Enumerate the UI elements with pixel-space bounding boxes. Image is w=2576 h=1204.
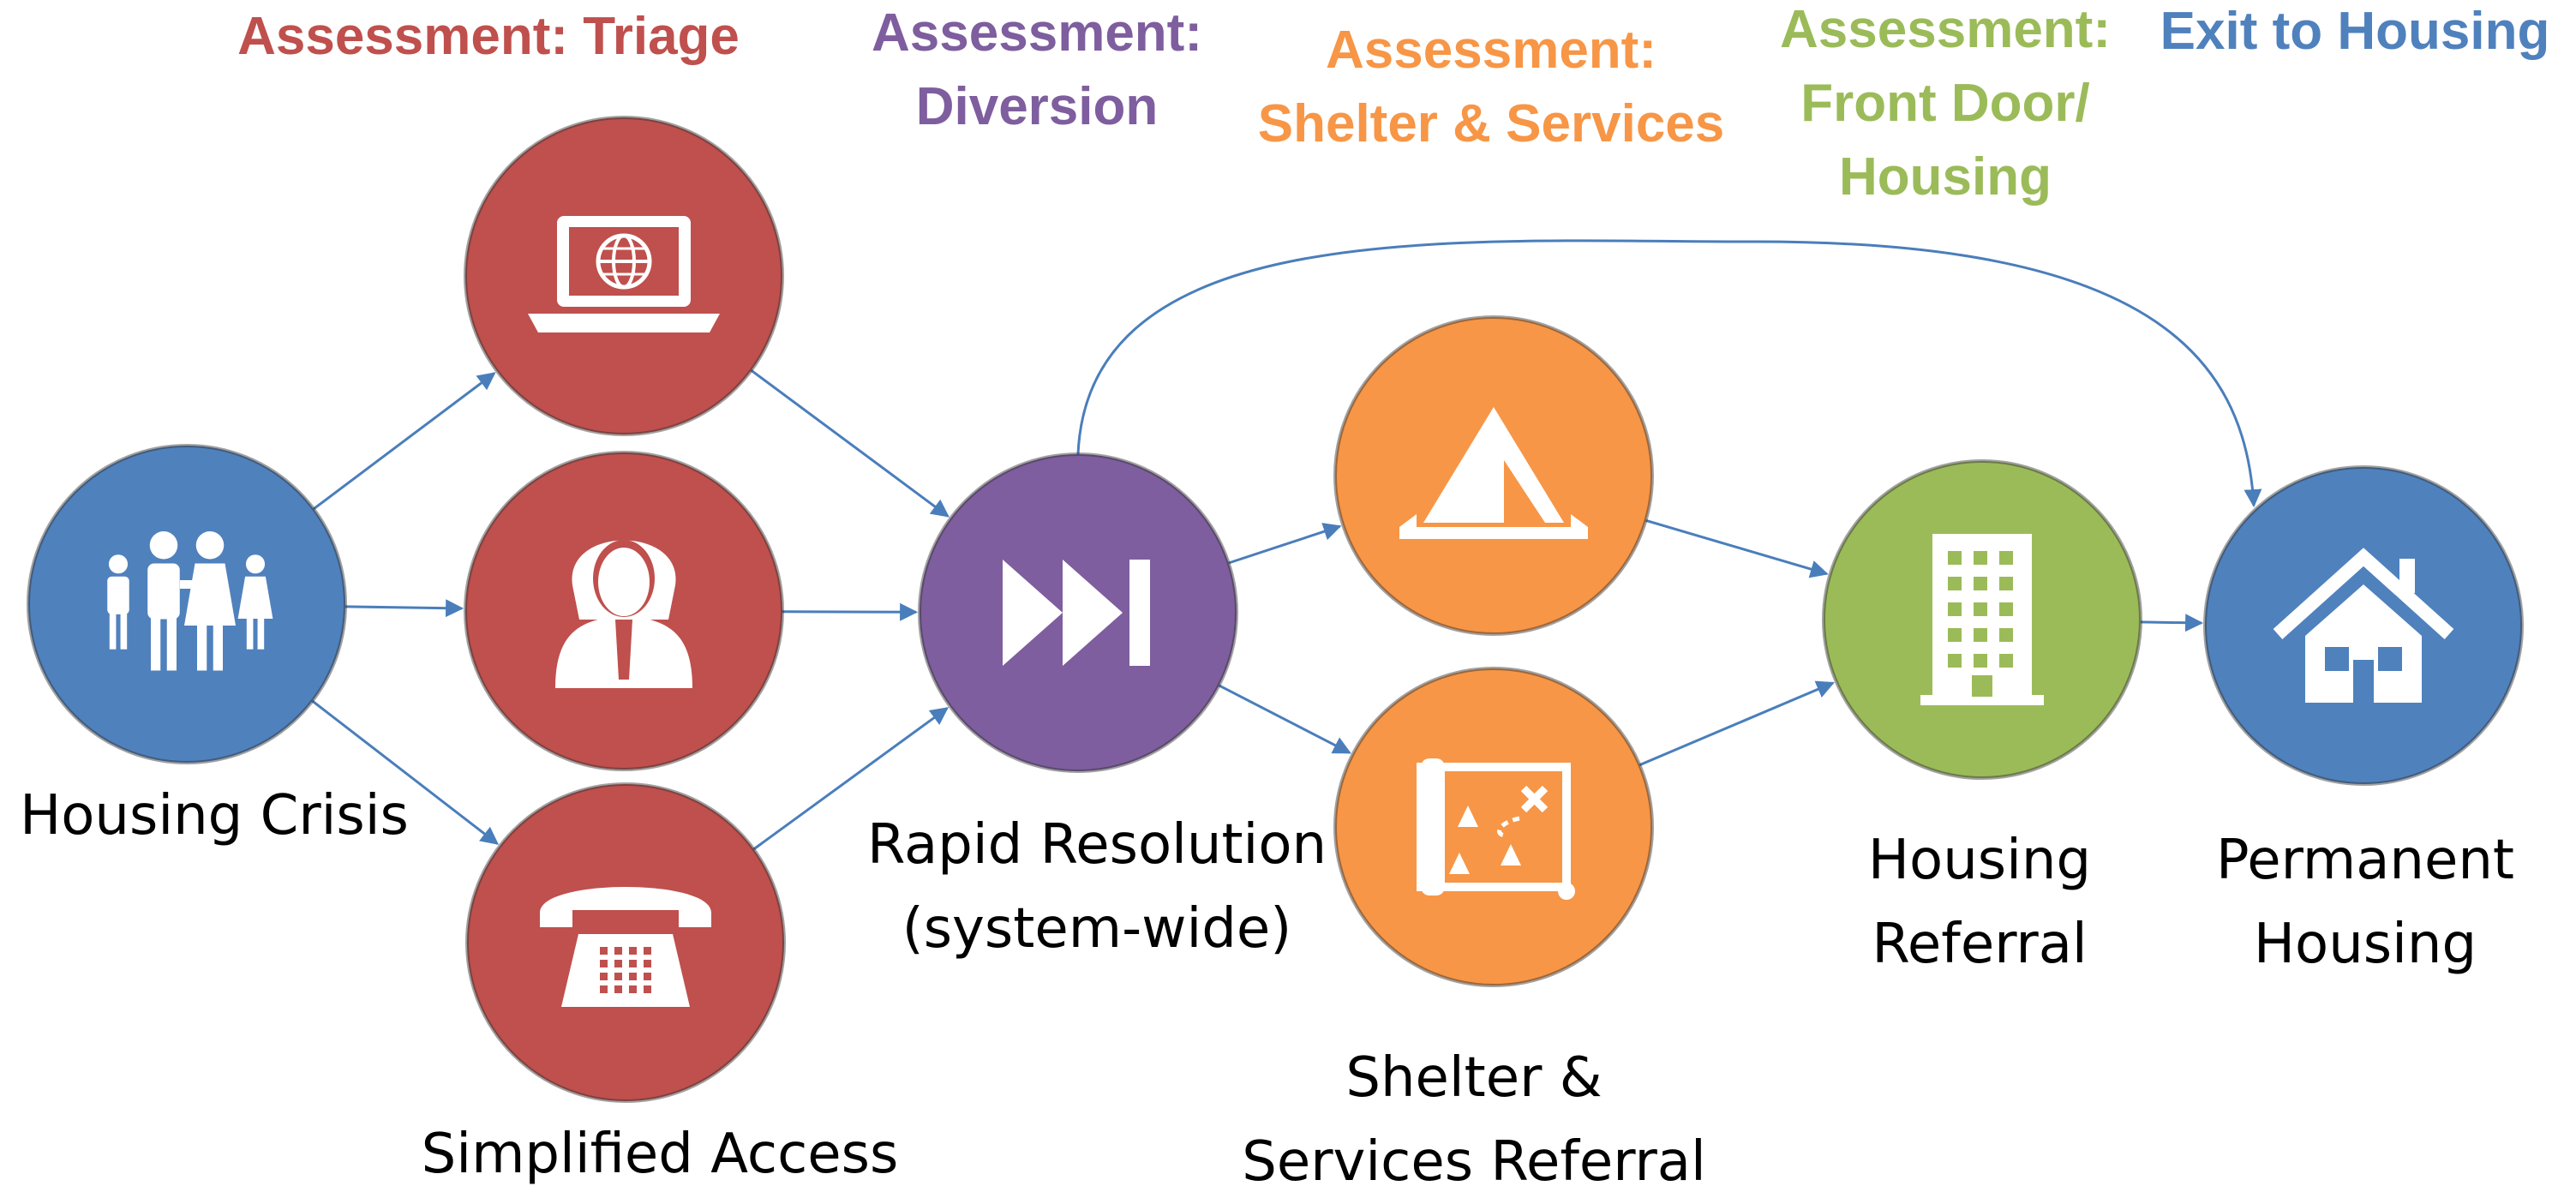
person-icon	[555, 540, 692, 688]
step-circles	[27, 116, 2524, 1103]
label-line: Housing Crisis	[20, 784, 409, 848]
label-housing-crisis: Housing Crisis	[0, 774, 437, 858]
header-line: Assessment:	[1326, 21, 1656, 80]
node-circle	[1333, 667, 1654, 987]
connector-arrows	[311, 239, 2262, 851]
arrow-triage-phone-to-rapid-resolution	[752, 707, 949, 851]
label-shelter-services-referral: Shelter & Services Referral	[1217, 1036, 1731, 1204]
label-line: Referral	[1872, 913, 2088, 976]
label-line: Permanent	[2215, 829, 2515, 892]
label-rapid-resolution: Rapid Resolution (system-wide)	[840, 803, 1354, 971]
header-line: Assessment:	[872, 3, 1202, 63]
node-triage-phone	[465, 782, 786, 1103]
building-icon	[1920, 534, 2044, 705]
header-assessment-triage: Assessment: Triage	[197, 0, 780, 74]
arrow-housing-crisis-to-triage-in-person	[344, 599, 464, 618]
header-assessment-diversion: Assessment: Diversion	[823, 0, 1251, 144]
header-assessment-shelter-services: Assessment: Shelter & Services	[1217, 14, 1765, 161]
label-line: Simplified Access	[421, 1123, 899, 1186]
tent-icon	[1399, 407, 1588, 539]
arrow-triage-in-person-to-rapid-resolution	[782, 602, 919, 621]
header-line: Diversion	[915, 77, 1159, 136]
label-line: Housing	[1867, 829, 2092, 892]
arrow-rapid-resolution-to-shelter	[1228, 523, 1342, 565]
header-line: Housing	[1839, 147, 2052, 207]
label-line: Rapid Resolution	[866, 813, 1327, 877]
node-rapid-resolution	[918, 452, 1238, 773]
node-services	[1333, 667, 1654, 987]
header-line: Assessment: Triage	[237, 7, 740, 66]
arrow-housing-referral-to-permanent-housing	[2140, 614, 2204, 632]
header-line: Assessment:	[1780, 0, 2111, 59]
node-triage-online	[464, 116, 784, 436]
fast-forward-icon	[1003, 560, 1150, 666]
label-simplified-access: Simplified Access	[377, 1112, 943, 1196]
header-line: Shelter & Services	[1257, 94, 1725, 153]
label-line: (system-wide)	[902, 897, 1292, 961]
map-icon	[1417, 758, 1575, 900]
arrow-services-to-housing-referral	[1638, 680, 1835, 767]
header-assessment-front-door-housing: Assessment: Front Door/Housing	[1731, 0, 2160, 214]
arrow-triage-online-to-rapid-resolution	[750, 368, 950, 518]
house-icon	[2273, 548, 2454, 703]
arrow-shelter-to-housing-referral	[1645, 518, 1829, 578]
header-exit-to-housing: Exit to Housing	[2134, 0, 2576, 69]
node-circle	[27, 444, 347, 764]
arrow-rapid-resolution-to-services	[1218, 684, 1351, 754]
header-line: Front Door/	[1800, 74, 2090, 133]
label-line: Housing	[2253, 913, 2477, 976]
label-line: Shelter &	[1345, 1046, 1603, 1110]
family-icon	[107, 531, 273, 671]
header-line: Exit to Housing	[2160, 2, 2550, 61]
arrow-rapid-resolution-to-permanent-housing	[1076, 239, 2262, 508]
arrow-housing-crisis-to-triage-phone	[311, 699, 500, 845]
node-housing-referral	[1822, 459, 2142, 780]
telephone-icon	[540, 887, 711, 1007]
arrow-housing-crisis-to-triage-online	[312, 372, 496, 511]
laptop-globe-icon	[528, 216, 720, 332]
node-triage-in-person	[464, 451, 784, 771]
node-shelter	[1333, 315, 1654, 636]
label-line: Services Referral	[1242, 1130, 1706, 1194]
node-permanent-housing	[2203, 465, 2524, 786]
node-housing-crisis	[27, 444, 347, 764]
